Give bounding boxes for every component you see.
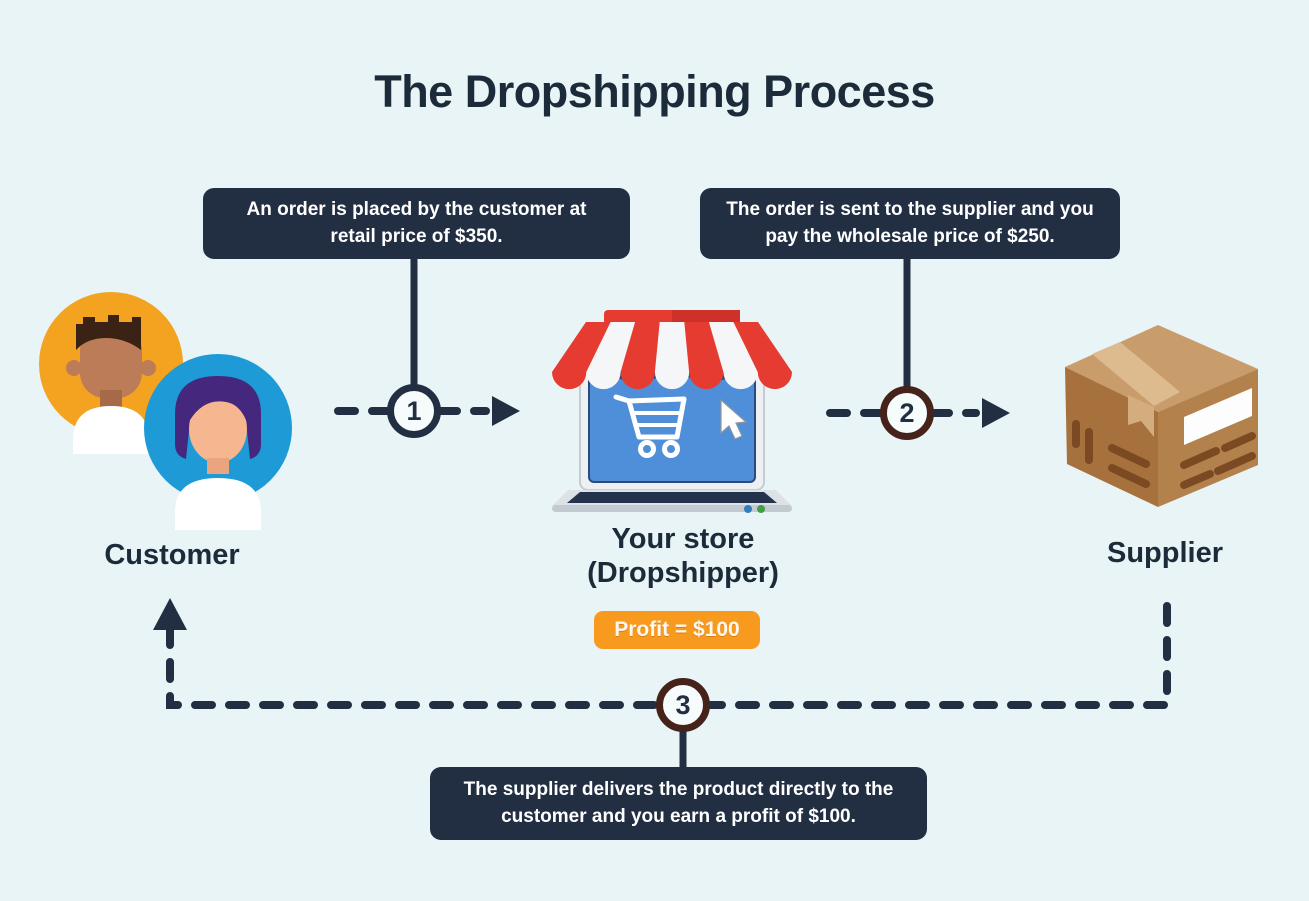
customer-label: Customer	[104, 539, 240, 571]
step-1-number: 1	[406, 395, 422, 426]
dot-blue	[744, 505, 752, 513]
step-3-text: The supplier delivers the product direct…	[463, 779, 894, 827]
step-3-marker: 3	[656, 678, 710, 732]
step-3-number: 3	[675, 689, 691, 720]
step-1-text: An order is placed by the customer at re…	[246, 199, 587, 247]
female-avatar	[144, 354, 292, 530]
customer-avatars-icon	[39, 292, 292, 530]
cart-icon	[613, 394, 687, 458]
awning	[552, 310, 792, 390]
step-2-marker: 2	[880, 386, 934, 440]
profit-badge: Profit = $100	[594, 611, 760, 649]
store-label-line2: (Dropshipper)	[587, 557, 779, 590]
dot-green	[757, 505, 765, 513]
cursor-icon	[720, 398, 748, 440]
store-label-line1: Your store	[611, 523, 755, 555]
step-1-callout: An order is placed by the customer at re…	[203, 188, 630, 259]
step-3-callout: The supplier delivers the product direct…	[430, 767, 927, 840]
step-2-text: The order is sent to the supplier and yo…	[726, 199, 1094, 247]
page-title: The Dropshipping Process	[374, 66, 935, 117]
store-label: Your store (Dropshipper)	[523, 522, 843, 590]
arrow-up-head	[153, 598, 187, 630]
supplier-label: Supplier	[1106, 537, 1223, 569]
step-2-number: 2	[899, 397, 915, 428]
step-1-marker: 1	[387, 384, 441, 438]
shipping-box-icon	[1065, 325, 1258, 507]
arrow-right-1-head	[492, 396, 520, 426]
step-2-callout: The order is sent to the supplier and yo…	[700, 188, 1120, 259]
arrow-right-2-head	[982, 398, 1010, 428]
storefront-laptop-icon	[552, 310, 792, 513]
male-avatar	[39, 292, 183, 454]
